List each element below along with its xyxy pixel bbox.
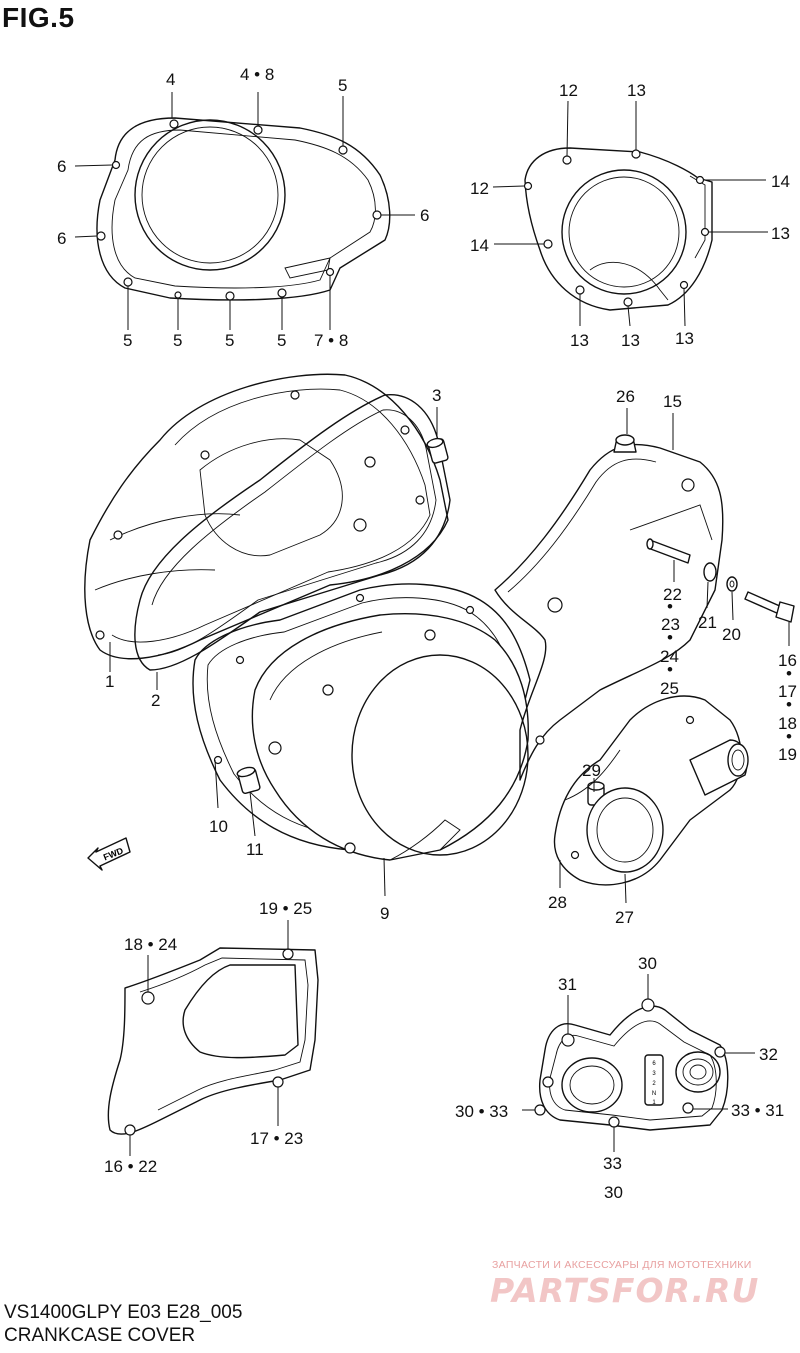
outer-clutch-cover: [96, 117, 391, 301]
clutch-cover-body: [84, 373, 449, 660]
section-name: CRANKCASE COVER: [4, 1325, 196, 1346]
bottom-right-leaders: [522, 974, 755, 1152]
callout-33-31: 33 • 31: [731, 1101, 784, 1120]
main-assembly-leaders: [109, 407, 790, 904]
top-left-callouts: 4 4 • 8 5 6 6 6 5 5 5 5 7 • 8: [57, 65, 429, 350]
dowel-pins: [236, 437, 605, 806]
callout-17: 17: [778, 682, 797, 701]
cover-marking: N: [652, 1091, 656, 1097]
callout-28: 28: [548, 893, 567, 912]
callout-21: 21: [698, 613, 717, 632]
callout-11: 11: [246, 840, 264, 859]
callout-30: 30: [638, 954, 657, 973]
callout-6: 6: [57, 157, 66, 176]
generator-cover: [523, 147, 713, 311]
callout-6: 6: [420, 206, 429, 225]
callout-16-22: 16 • 22: [104, 1157, 157, 1176]
callout-13: 13: [627, 81, 646, 100]
callout-5: 5: [225, 331, 234, 350]
sprocket-cover: [494, 434, 724, 781]
callout-12: 12: [559, 81, 578, 100]
callout-4: 4: [166, 70, 175, 89]
callout-19: 19: [778, 745, 797, 764]
callout-17-23: 17 • 23: [250, 1129, 303, 1148]
bottom-left-leaders: [129, 920, 289, 1156]
callout-5: 5: [338, 76, 347, 95]
callout-3: 3: [432, 386, 441, 405]
cover-marking: 6: [652, 1061, 656, 1067]
watermark-logo: PARTSFOR.RU: [490, 1271, 760, 1310]
callout-13: 13: [771, 224, 790, 243]
callout-7-8: 7 • 8: [314, 331, 348, 350]
cover-marking: 3: [652, 1071, 656, 1077]
callout-30-33: 30 • 33: [455, 1102, 508, 1121]
callout-30: 30: [604, 1183, 623, 1202]
separator: •: [667, 660, 673, 679]
callout-5: 5: [277, 331, 286, 350]
callout-4-8: 4 • 8: [240, 65, 274, 84]
separator: •: [667, 628, 673, 647]
callout-14: 14: [771, 172, 790, 191]
callout-9: 9: [380, 904, 389, 923]
callout-5: 5: [173, 331, 182, 350]
separator: •: [786, 727, 792, 746]
separator: •: [786, 695, 792, 714]
callout-6: 6: [57, 229, 66, 248]
callout-14: 14: [470, 236, 489, 255]
gear-position-cover: 6 3 2 N 1: [534, 998, 729, 1131]
callout-26: 26: [616, 387, 635, 406]
top-right-leaders: [492, 100, 768, 327]
callout-22: 22: [663, 585, 682, 604]
callout-18: 18: [778, 714, 797, 733]
callout-24: 24: [660, 647, 679, 666]
bottom-left-callouts: 19 • 25 18 • 24 17 • 23 16 • 22: [104, 899, 312, 1176]
callout-13: 13: [621, 331, 640, 350]
model-code: VS1400GLPY E03 E28_005: [4, 1302, 243, 1323]
callout-5: 5: [123, 331, 132, 350]
separator: •: [786, 664, 792, 683]
callout-16: 16: [778, 651, 797, 670]
water-pump-housing: [553, 695, 749, 886]
callout-15: 15: [663, 392, 682, 411]
callout-1: 1: [105, 672, 114, 691]
sprocket-cover-hardware: [646, 538, 795, 623]
callout-10: 10: [209, 817, 228, 836]
generator-cover-main: [251, 613, 529, 861]
callout-13: 13: [675, 329, 694, 348]
figure-title: FIG.5: [2, 2, 75, 33]
cover-marking: 2: [652, 1081, 656, 1087]
callout-33: 33: [603, 1154, 622, 1173]
callout-25: 25: [660, 679, 679, 698]
callout-19-25: 19 • 25: [259, 899, 312, 918]
callout-31: 31: [558, 975, 577, 994]
sprocket-inner-cover: [107, 947, 319, 1136]
callout-2: 2: [151, 691, 160, 710]
callout-32: 32: [759, 1045, 778, 1064]
watermark-tagline: ЗАПЧАСТИ И АКСЕССУАРЫ ДЛЯ МОТОТЕХНИКИ: [492, 1259, 752, 1271]
callout-18-24: 18 • 24: [124, 935, 177, 954]
fwd-arrow: FWD: [87, 837, 131, 871]
top-left-leaders: [74, 92, 415, 330]
main-assembly-callouts: 3 26 15 1 2 10 11 9 22 • 23 • 24 • 25 21…: [105, 386, 797, 927]
bottom-right-callouts: 30 31 32 30 • 33 33 • 31 33 30: [455, 954, 784, 1202]
cover-marking: 1: [652, 1100, 656, 1106]
callout-12: 12: [470, 179, 489, 198]
callout-13: 13: [570, 331, 589, 350]
top-right-callouts: 12 13 12 14 14 13 13 13 13: [470, 81, 790, 350]
callout-20: 20: [722, 625, 741, 644]
callout-23: 23: [661, 615, 680, 634]
callout-29: 29: [582, 761, 601, 780]
separator: •: [667, 597, 673, 616]
callout-27: 27: [615, 908, 634, 927]
